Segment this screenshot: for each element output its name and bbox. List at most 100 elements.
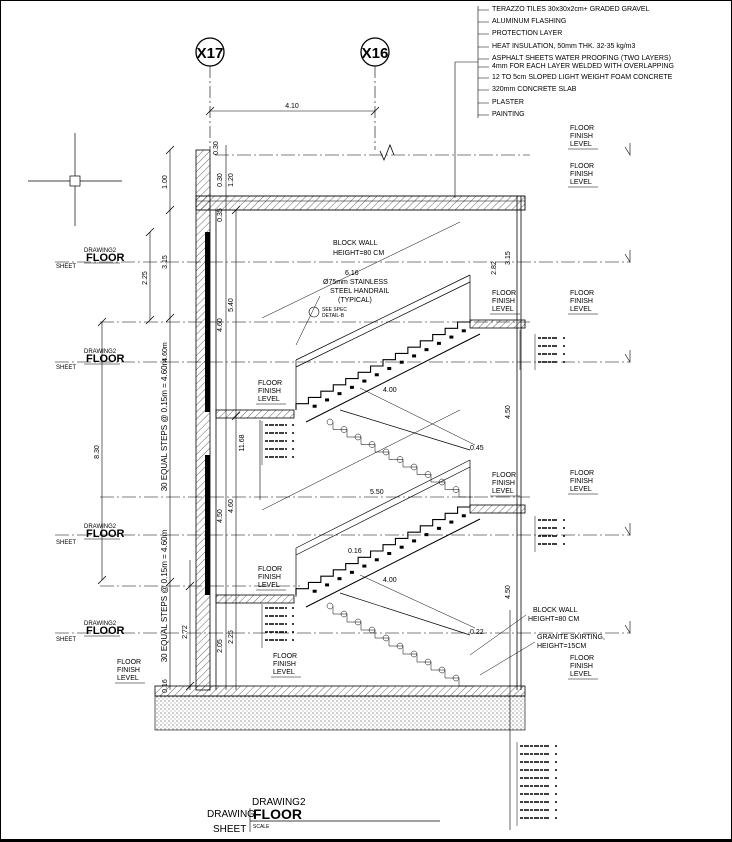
small-annotation-dot [292, 424, 294, 426]
title-sheet-label: SHEET [213, 824, 246, 835]
ffl-line-1: FLOOR [570, 125, 594, 132]
nosing [312, 404, 317, 408]
small-annotation-dot [555, 809, 557, 811]
see-spec-l1: SEE SPEC [322, 307, 347, 313]
dim-1-00: 1.00 [162, 175, 169, 189]
nosing [312, 589, 317, 593]
handrail-note: Ø75mm STAINLESS STEEL HANDRAIL (TYPICAL) [295, 279, 389, 346]
nosing [461, 329, 466, 333]
ground [154, 685, 526, 731]
ffl-line-2: FINISH [570, 133, 593, 140]
dim-2-25: 2.25 [142, 271, 149, 285]
ffl-line-1: FLOOR [258, 380, 282, 387]
ffl-line-2: FINISH [273, 661, 296, 668]
nosing [449, 520, 454, 524]
baluster [326, 418, 334, 426]
tag-floor: FLOOR [86, 252, 125, 264]
dim-11-68: 11.68 [239, 434, 246, 451]
dim-1-20: 1.20 [228, 173, 235, 187]
nosing [436, 526, 441, 530]
roof-layer-8: 320mm CONCRETE SLAB [492, 86, 577, 93]
small-annotation-dot [555, 817, 557, 819]
tag-sheet: SHEET [56, 540, 76, 546]
ffl-line-1: FLOOR [492, 290, 516, 297]
dim-2-82: 2.82 [491, 261, 498, 275]
nosing [424, 533, 429, 537]
small-annotation-dot [563, 353, 565, 355]
handrails [295, 274, 471, 636]
block-wall-top-l2: HEIGHT=80 CM [333, 250, 384, 257]
small-annotation-dot [292, 607, 294, 609]
grid-x17: X17 [195, 37, 225, 150]
dim-0-45: 0.45 [470, 445, 484, 452]
small-annotation-dot [555, 745, 557, 747]
roof-slab [195, 195, 526, 211]
small-annotation-dot [292, 448, 294, 450]
nosing [325, 398, 330, 402]
small-annotation-dot [563, 361, 565, 363]
title-block: DRAWING DRAWING2 FLOOR SHEET SCALE [207, 797, 440, 835]
ffl-line-1: FLOOR [570, 290, 594, 297]
dim-2-05: 2.05 [217, 639, 224, 653]
nosing [412, 354, 417, 358]
small-annotation-dot [555, 793, 557, 795]
ffl-line-1: FLOOR [492, 472, 516, 479]
stair-flights [295, 321, 481, 687]
grid-x16-label: X16 [362, 45, 389, 62]
right-wall [516, 196, 522, 690]
title-drawing-no: DRAWING2 [252, 797, 306, 808]
small-annotation-dot [555, 769, 557, 771]
small-annotation-dot [555, 753, 557, 755]
crosshair-symbol [28, 133, 122, 226]
tag-floor: FLOOR [86, 528, 125, 540]
small-annotation-dot [555, 785, 557, 787]
block-wall-bottom-l1: BLOCK WALL [533, 607, 578, 614]
ffl-line-3: LEVEL [258, 396, 280, 403]
top-span-dimension: 4.10 [205, 103, 380, 116]
ffl-line-2: FINISH [492, 298, 515, 305]
ffl-line-1: FLOOR [258, 566, 282, 573]
tag-drawing: DRAWING2 [84, 248, 117, 254]
nosing [337, 577, 342, 581]
dim-0-35: 0.35 [217, 208, 224, 222]
dim-2-72: 2.72 [182, 625, 189, 639]
roof-layer-9: PLASTER [492, 99, 524, 106]
block-wall-bottom-note: BLOCK WALL HEIGHT=80 CM [469, 607, 579, 656]
ffl-line-1: FLOOR [570, 470, 594, 477]
small-annotation-dot [292, 440, 294, 442]
granite-l2: HEIGHT=15CM [537, 643, 586, 650]
nosing [412, 539, 417, 543]
roof-spec-callout: TERAZZO TILES 30x30x2cm+ GRADED GRAVELAL… [454, 6, 674, 198]
dim-4-50: 4.50 [217, 509, 224, 523]
nosing [362, 564, 367, 568]
nosing [399, 360, 404, 364]
dim-5-40: 5.40 [228, 298, 235, 312]
small-annotation-dot [563, 337, 565, 339]
dim-4-60a: 4.60 [217, 318, 224, 332]
nosing [374, 373, 379, 377]
dim-3-15a: 3.15 [162, 255, 169, 269]
nosing [337, 392, 342, 396]
small-annotation-dot [563, 535, 565, 537]
ffl-line-2: FINISH [258, 388, 281, 395]
small-annotation-dot [563, 345, 565, 347]
small-annotation-dot [292, 615, 294, 617]
see-spec-l2: DETAIL-B [322, 313, 345, 319]
stair-steps [295, 321, 470, 410]
ffl-line-3: LEVEL [570, 306, 592, 313]
small-annotation-dot [292, 623, 294, 625]
roof-layer-7: 12 TO 5cm SLOPED LIGHT WEIGHT FOAM CONCR… [492, 74, 673, 81]
tag-sheet: SHEET [56, 264, 76, 270]
small-annotation-dot [292, 639, 294, 641]
dim-4-60b: 4.60 [228, 499, 235, 513]
stair-steps [295, 506, 470, 595]
